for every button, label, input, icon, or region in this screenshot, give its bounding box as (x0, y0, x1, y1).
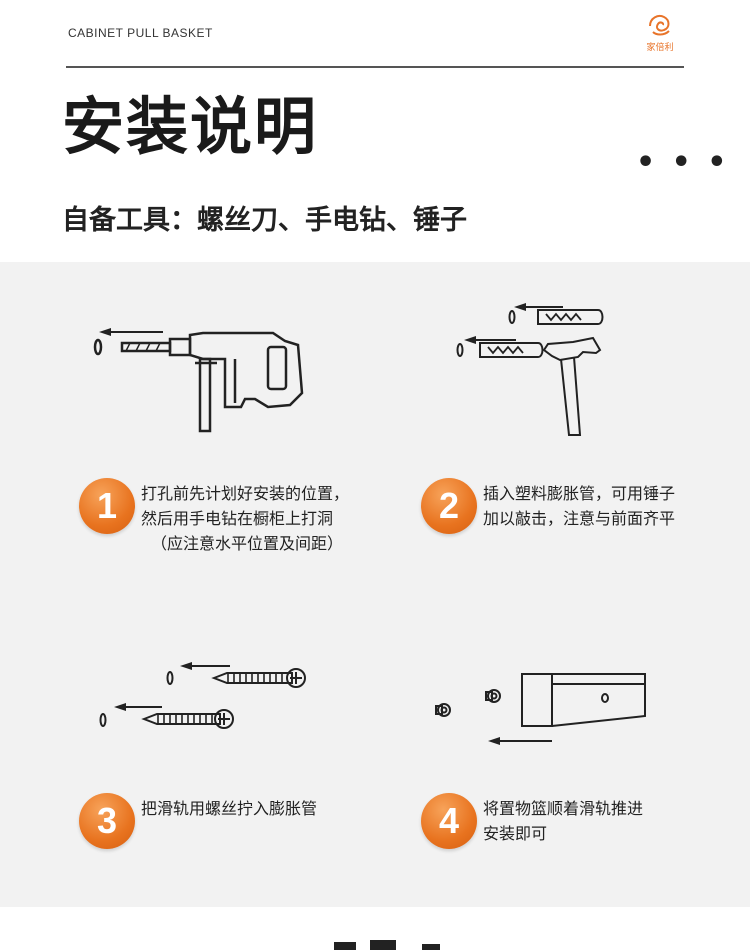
brand-logo-text: 家倍利 (646, 43, 674, 53)
brand-swirl-icon (649, 15, 670, 36)
drill-icon (93, 328, 304, 433)
step-line: 加以敲击，注意与前面齐平 (483, 509, 676, 528)
step-description: 将置物篮顺着滑轨推进 安装即可 (483, 793, 643, 846)
page-title: 安装说明 (62, 90, 319, 163)
hammer-anchor-icon (456, 303, 604, 436)
brand-logo: 家倍利 (640, 12, 680, 53)
header-label: CABINET PULL BASKET (68, 26, 213, 40)
step-line: 然后用手电钻在橱柜上打洞 (141, 509, 334, 528)
step-description: 把滑轨用螺丝拧入膨胀管 (141, 793, 317, 821)
step-description: 插入塑料膨胀管，可用锤子 加以敲击，注意与前面齐平 (483, 478, 675, 531)
step-description: 打孔前先计划好安装的位置， 然后用手电钻在橱柜上打洞 （应注意水平位置及间距） (141, 478, 349, 556)
step-line: （应注意水平位置及间距） (151, 534, 344, 553)
step-line: 插入塑料膨胀管，可用锤子 (483, 484, 676, 503)
screw-icon (99, 662, 306, 729)
step-line: 将置物篮顺着滑轨推进 (483, 799, 644, 818)
step-3: 3 把滑轨用螺丝拧入膨胀管 (79, 793, 317, 849)
more-dots: • • • (636, 145, 730, 180)
step-line: 把滑轨用螺丝拧入膨胀管 (141, 799, 318, 818)
step-line: 安装即可 (483, 824, 548, 843)
step-line: 打孔前先计划好安装的位置， (141, 484, 350, 503)
step-number-badge: 2 (421, 478, 477, 534)
header-divider (66, 66, 684, 68)
basket-slide-icon (435, 673, 646, 745)
cropped-heading-fragment (334, 940, 440, 950)
step-number-badge: 3 (79, 793, 135, 849)
step-2: 2 插入塑料膨胀管，可用锤子 加以敲击，注意与前面齐平 (421, 478, 675, 534)
step-number-badge: 1 (79, 478, 135, 534)
step-4: 4 将置物篮顺着滑轨推进 安装即可 (421, 793, 643, 849)
tools-required: 自备工具：螺丝刀、手电钻、锤子 (62, 205, 467, 236)
step-number-badge: 4 (421, 793, 477, 849)
step-1: 1 打孔前先计划好安装的位置， 然后用手电钻在橱柜上打洞 （应注意水平位置及间距… (79, 478, 349, 556)
